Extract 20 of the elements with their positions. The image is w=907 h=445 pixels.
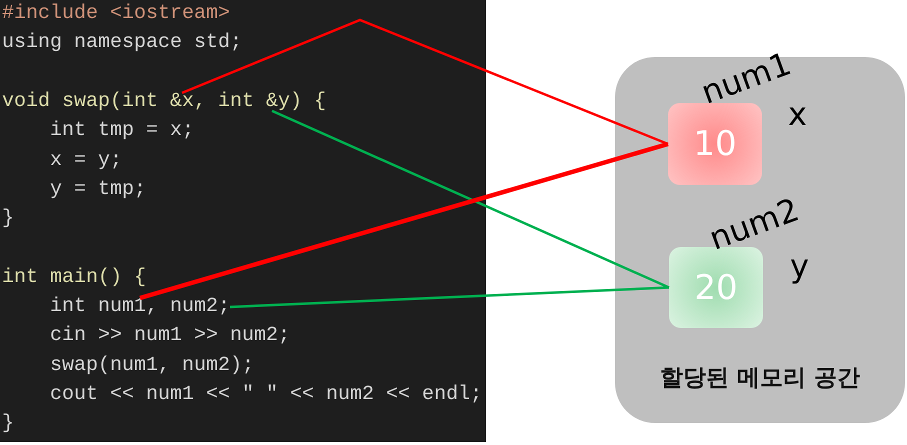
leader-line	[272, 110, 670, 289]
code-line: x = y;	[50, 148, 122, 174]
code-line: }	[2, 206, 14, 232]
code-line: int main() {	[2, 264, 146, 291]
code-line: #include <iostream>	[2, 1, 230, 27]
code-panel	[0, 0, 486, 442]
code-line: void swap(int &x, int &y) {	[2, 88, 326, 115]
panel-caption: 할당된 메모리 공간	[658, 364, 861, 393]
code-line: y = tmp;	[50, 176, 146, 203]
value-box: 10	[668, 103, 762, 185]
code-line: cout << num1 << " " << num2 << endl;	[50, 382, 482, 408]
code-line: int num1, num2;	[50, 294, 230, 320]
leader-line	[139, 142, 669, 300]
code-line: using namespace std;	[2, 30, 242, 56]
leader-line	[182, 18, 668, 146]
code-line: }	[2, 411, 14, 438]
code-line: cin >> num1 >> num2;	[50, 323, 290, 350]
code-line: int tmp = x;	[50, 118, 194, 144]
code-line: swap(num1, num2);	[50, 352, 254, 379]
leader-line	[230, 286, 670, 308]
